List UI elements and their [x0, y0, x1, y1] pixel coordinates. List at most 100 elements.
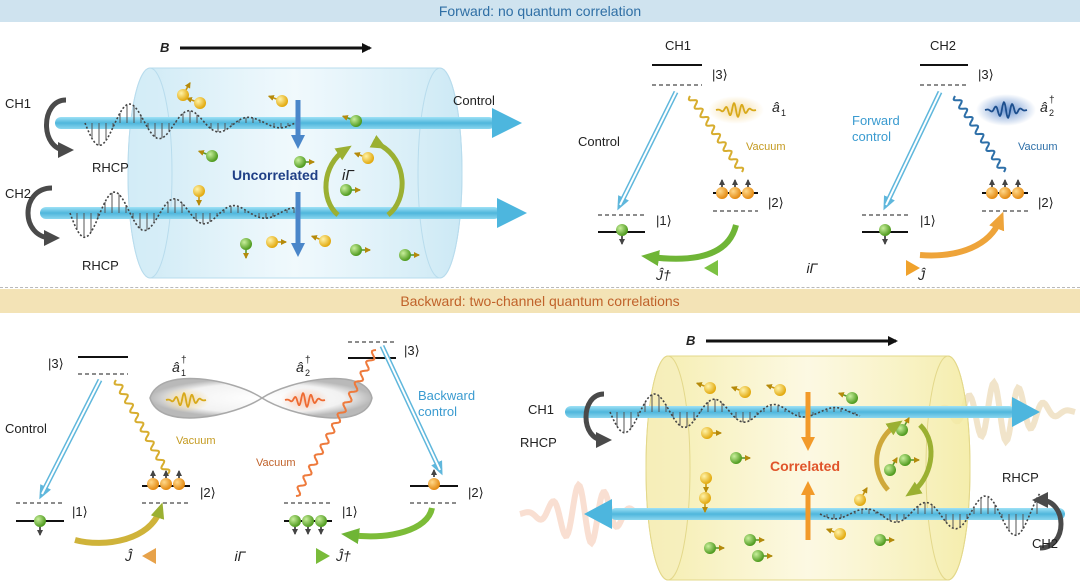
bwd-left-vacuum-label: Vacuum [176, 435, 216, 447]
forward-coupling-arrow-right [369, 135, 405, 217]
forward-ch2-label: CH2 [5, 186, 31, 201]
backward-field-label: B [686, 333, 695, 348]
level-atom [289, 515, 301, 527]
ch2-a2-dagger: † [1049, 95, 1055, 106]
atom [854, 494, 866, 506]
atom [699, 492, 711, 504]
forward-ch2-beam [40, 207, 500, 219]
atom [700, 472, 712, 484]
forward-coupling-arrow-left [323, 145, 352, 217]
atom [276, 95, 288, 107]
forward-coupling-label: iΓ [342, 167, 355, 184]
ch2-forward-control-line2: control [852, 129, 891, 144]
ch1-ground-atom [616, 224, 628, 236]
forward-rhcp2-label: RHCP [82, 258, 119, 273]
bwd-coupling-arrow-right [905, 423, 934, 497]
bwd-photon-packet-1 [165, 391, 207, 409]
ch1-level1-label: |1⟩ [656, 213, 672, 228]
ch1-level2-label: |2⟩ [768, 195, 784, 210]
backward-level-panel: |3⟩ |2⟩ |1⟩ Control Vacuum â 1 † â 2 † |… [5, 341, 484, 564]
forward-field-label: B [160, 40, 169, 55]
bwd-j-label: Ĵ [124, 548, 133, 564]
bwd-rhcp2-label: RHCP [1002, 470, 1039, 485]
level-atom [986, 187, 998, 199]
atom [896, 424, 908, 436]
forward-ch1-beam [55, 117, 495, 129]
ch2-level1-label: |1⟩ [920, 213, 936, 228]
bwd-ch1-label: CH1 [528, 402, 554, 417]
section-divider [0, 287, 1080, 288]
atom [340, 184, 352, 196]
bwd-a2-label: â [296, 359, 304, 375]
ch1-a1-label: â [772, 99, 780, 115]
ch1-vacuum-label: Vacuum [746, 141, 786, 153]
bwd-correlated-label: Correlated [770, 458, 840, 474]
ch2-level3-label: |3⟩ [978, 67, 994, 82]
forward-ch2-title: CH2 [930, 38, 956, 53]
atom [884, 464, 896, 476]
atom [206, 150, 218, 162]
atom [752, 550, 764, 562]
atom [193, 185, 205, 197]
ch2-j-arrow [919, 211, 1005, 259]
bwd-a1-dagger: † [181, 355, 187, 366]
atom [874, 534, 886, 546]
bwd-a1-sub: 1 [181, 368, 186, 378]
forward-helical-waves [69, 103, 301, 239]
ch2-vacuum-wave [952, 95, 1007, 173]
atom [266, 236, 278, 248]
forward-ch1-title: CH1 [665, 38, 691, 53]
ch2-vacuum-label: Vacuum [1018, 141, 1058, 153]
forward-ch2-rotation-icon [25, 185, 60, 246]
level-atom [729, 187, 741, 199]
level-atom [716, 187, 728, 199]
bwd-left-j-arrow [74, 502, 165, 546]
level-atom [160, 478, 172, 490]
atom [899, 454, 911, 466]
forward-level-panel: CH1 CH2 |3⟩ |2⟩ |1⟩ Control Vacuum â 1 Ĵ… [578, 38, 1058, 283]
forward-ch1-label: CH1 [5, 96, 31, 111]
forward-j-dagger-label: Ĵ† [655, 267, 671, 283]
bwd-left-level3-label: |3⟩ [48, 356, 64, 371]
bwd-right-vacuum-label: Vacuum [256, 457, 296, 469]
atom [834, 528, 846, 540]
bwd-left-vacuum-wave [113, 379, 171, 475]
bwd-right-level2-label: |2⟩ [468, 485, 484, 500]
ch2-level2-label: |2⟩ [1038, 195, 1054, 210]
level-atom [302, 515, 314, 527]
ch2-a2-sub: 2 [1049, 108, 1054, 118]
forward-uncorrelated-label: Uncorrelated [232, 167, 318, 183]
backward-cell-panel: B CH1 RHCP RHCP CH2 Correlated [519, 333, 1076, 581]
atom [704, 382, 716, 394]
forward-atoms [177, 82, 420, 261]
forward-control-label: Control [453, 93, 495, 108]
atom [704, 542, 716, 554]
forward-ch1-rotation-icon [44, 97, 74, 158]
atom [362, 152, 374, 164]
bwd-ch2-label: CH2 [1032, 536, 1058, 551]
level-atom [173, 478, 185, 490]
atom [240, 238, 252, 250]
level-atom [315, 515, 327, 527]
bwd-ch2-rotation-icon [1032, 492, 1064, 551]
forward-banner: Forward: no quantum correlation [0, 0, 1080, 22]
atom [319, 235, 331, 247]
bwd-coupling-arrow-left [874, 420, 903, 492]
bwd-right-j-dagger-arrow [341, 507, 435, 545]
bwd-left-level1-label: |1⟩ [72, 504, 88, 519]
ch1-vacuum-wave [687, 95, 745, 173]
ch1-photon-packet [715, 101, 757, 119]
bwd-right-vacuum-wave [295, 349, 377, 497]
ch1-control-label: Control [578, 134, 620, 149]
bwd-control-line1: Backward [418, 388, 475, 403]
bwd-ch1-rotation-icon [583, 391, 612, 448]
backward-atoms [695, 382, 920, 562]
forward-ch2-beam-head [497, 198, 527, 228]
atom [350, 115, 362, 127]
ch2-forward-control-line1: Forward [852, 113, 900, 128]
bwd-j-dagger-label: Ĵ† [335, 548, 351, 564]
ch2-ground-atom [879, 224, 891, 236]
bwd-right-level3-label: |3⟩ [404, 343, 420, 358]
bwd-control-line2: control [418, 404, 457, 419]
